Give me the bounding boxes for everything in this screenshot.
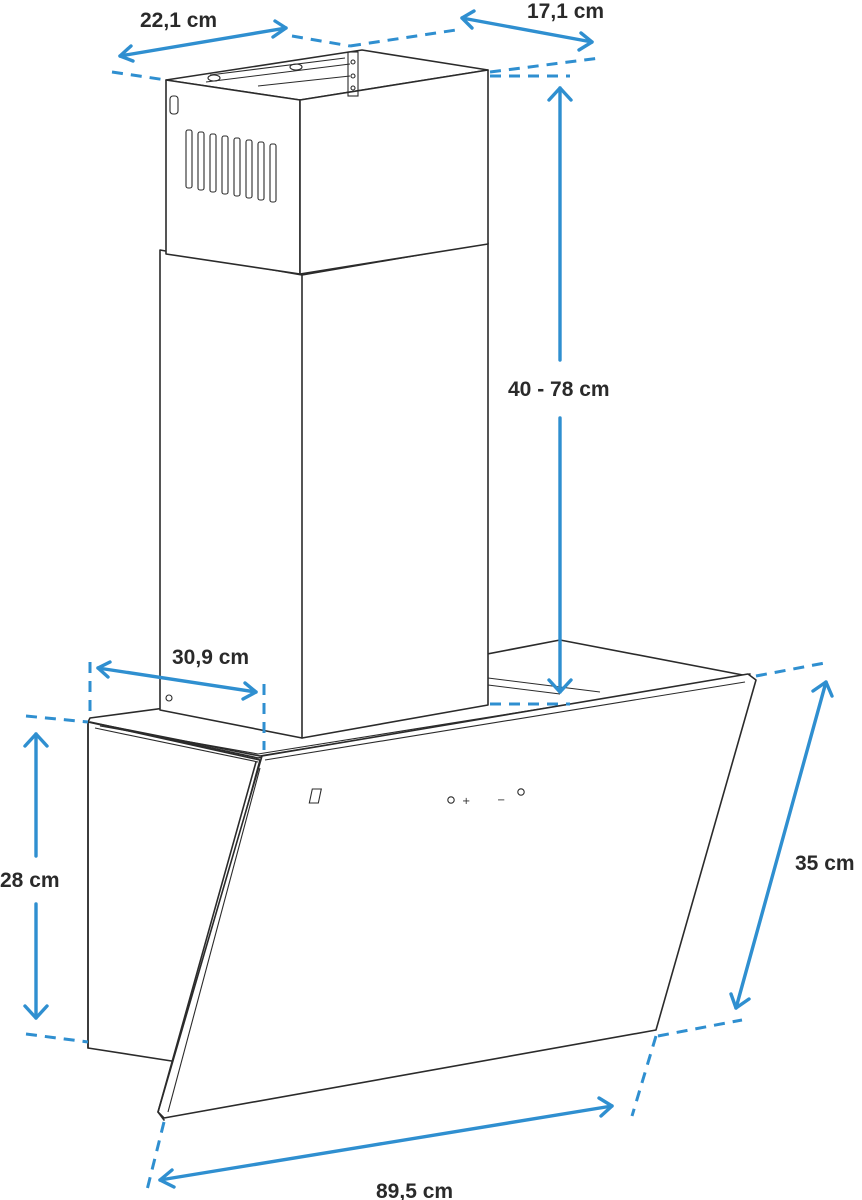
dimension-lines (23, 9, 834, 1195)
light-button-icon (517, 788, 525, 796)
glass-panel (157, 673, 757, 1121)
control-panel: + − (308, 788, 525, 807)
chimney-lower (159, 242, 489, 739)
label-top-width: 22,1 cm (140, 9, 217, 32)
plus-button-icon: + (462, 796, 470, 807)
hood-drawing: + − (87, 49, 757, 1121)
label-glass-height: 35 cm (795, 852, 855, 875)
label-top-depth: 17,1 cm (527, 0, 604, 23)
chimney-upper (165, 49, 489, 275)
dim-chimney-bottom-width (88, 660, 266, 750)
vent-slots (185, 129, 277, 203)
power-button-icon (447, 796, 455, 804)
label-chimney-height: 40 - 78 cm (508, 378, 610, 401)
label-body-height: 28 cm (0, 869, 60, 892)
label-total-width: 89,5 cm (376, 1180, 453, 1200)
dim-top-depth (349, 9, 601, 74)
dim-top-width (111, 19, 351, 82)
display-icon (308, 788, 322, 804)
dim-total-width (144, 1035, 658, 1195)
label-chimney-bottom-width: 30,9 cm (172, 646, 249, 669)
dim-glass-height (657, 660, 834, 1038)
minus-button-icon: − (497, 795, 505, 806)
dim-chimney-height (490, 74, 573, 706)
dim-body-height (23, 714, 89, 1044)
